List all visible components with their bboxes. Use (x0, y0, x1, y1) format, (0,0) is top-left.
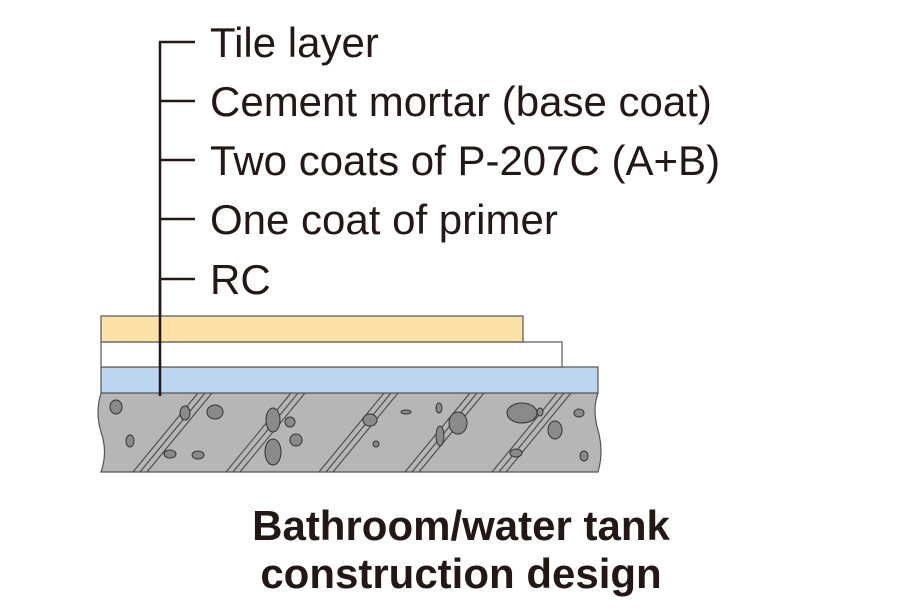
caption-line-1: Bathroom/water tank (252, 502, 670, 549)
label-rc: RC (210, 256, 271, 303)
label-primer: One coat of primer (210, 196, 558, 243)
membrane-layer (100, 366, 599, 394)
rc-slab (97, 392, 602, 473)
rebar-hatching (132, 392, 572, 473)
label-p207c-coats: Two coats of P-207C (A+B) (210, 137, 721, 184)
mortar-layer (100, 341, 563, 368)
tile-layer (100, 315, 524, 343)
caption-line-2: construction design (260, 550, 662, 597)
aggregate-stones (109, 399, 589, 466)
label-cement-mortar: Cement mortar (base coat) (210, 78, 712, 125)
label-tile-layer: Tile layer (210, 19, 379, 66)
